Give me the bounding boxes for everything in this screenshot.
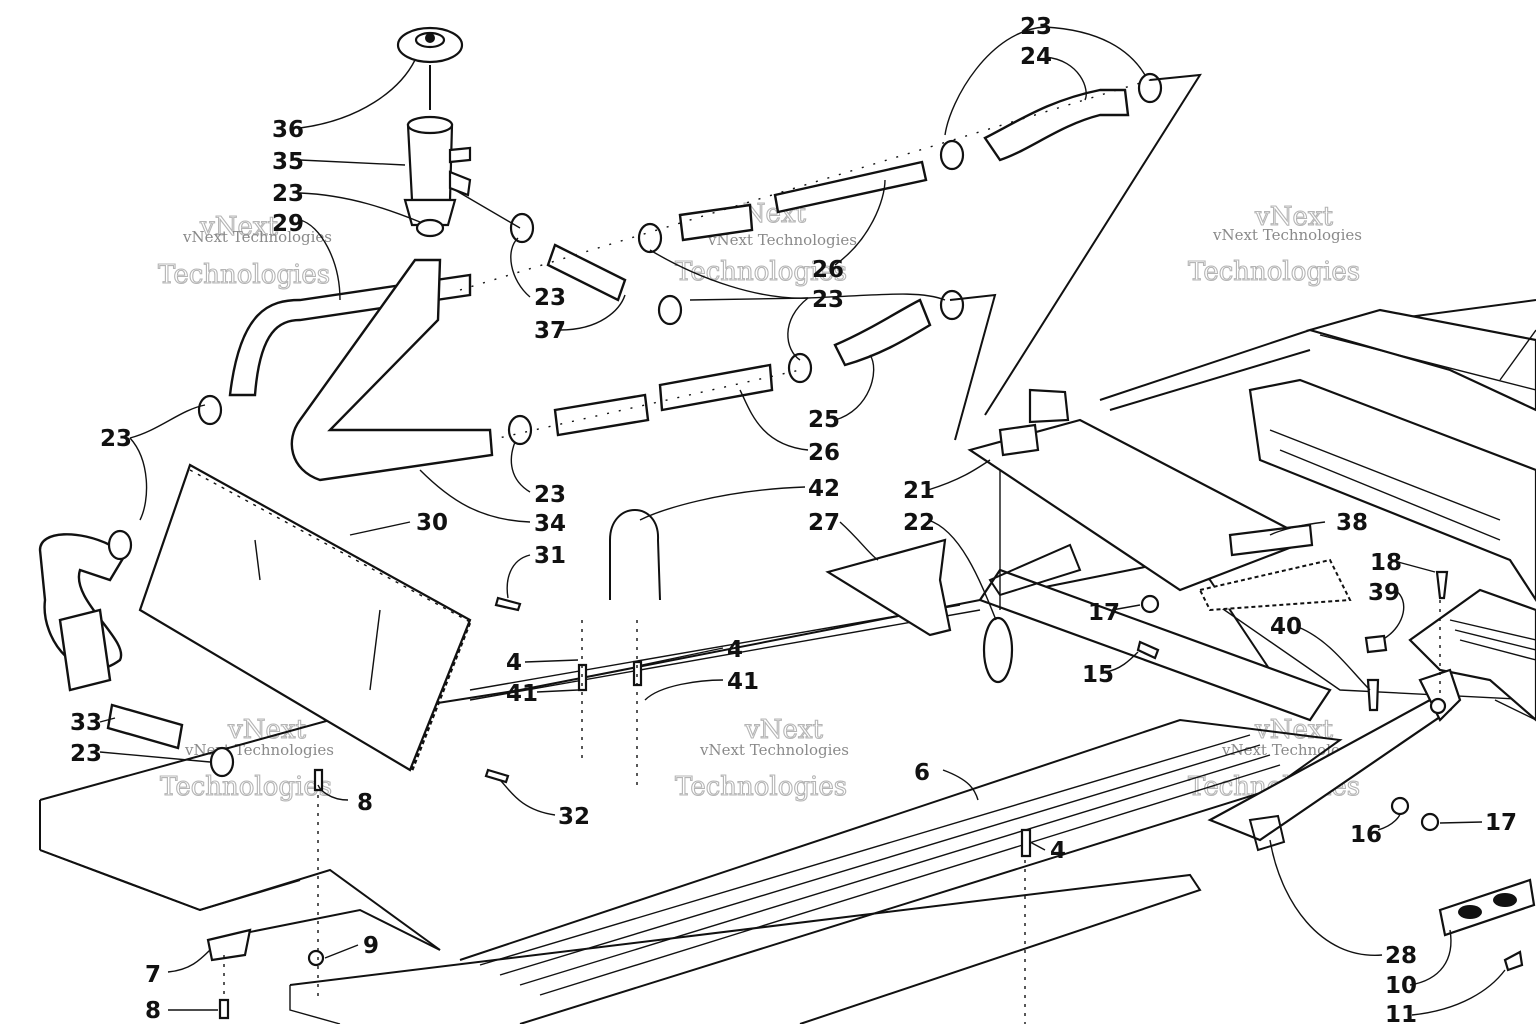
svg-text:Technologies: Technologies bbox=[1188, 257, 1360, 287]
hoses bbox=[38, 88, 1130, 750]
callout-8: 8 bbox=[145, 998, 161, 1024]
svg-text:vNext Technologies: vNext Technologies bbox=[699, 741, 849, 759]
callout-6: 6 bbox=[914, 760, 930, 786]
callout-38: 38 bbox=[1336, 510, 1368, 536]
callout-23: 23 bbox=[100, 426, 132, 452]
svg-text:Technologies: Technologies bbox=[675, 257, 847, 287]
watermark-right-top: vNext vNext Technologies Technologies bbox=[1187, 201, 1362, 287]
callout-31: 31 bbox=[534, 543, 566, 569]
callout-11: 11 bbox=[1385, 1002, 1417, 1024]
callout-4: 4 bbox=[727, 637, 743, 663]
svg-text:Technologies: Technologies bbox=[160, 772, 332, 802]
callout-21: 21 bbox=[903, 478, 935, 504]
leader-lines bbox=[99, 26, 1536, 1024]
callout-35: 35 bbox=[272, 149, 304, 175]
callout-28: 28 bbox=[1385, 943, 1417, 969]
watermark-bottom-left: vNext vNext Technologies Technologies bbox=[159, 714, 334, 802]
heat-exchanger bbox=[967, 418, 1352, 612]
callout-26: 26 bbox=[812, 257, 844, 283]
callout-39: 39 bbox=[1368, 580, 1400, 606]
callout-4: 4 bbox=[506, 650, 522, 676]
callout-25: 25 bbox=[808, 407, 840, 433]
svg-text:vNext: vNext bbox=[1254, 202, 1333, 232]
callout-29: 29 bbox=[272, 211, 304, 237]
callout-40: 40 bbox=[1270, 614, 1302, 640]
svg-text:vNext: vNext bbox=[199, 212, 278, 242]
callout-23: 23 bbox=[272, 181, 304, 207]
svg-text:vNext Technologies: vNext Technologies bbox=[707, 231, 857, 249]
callout-23: 23 bbox=[70, 741, 102, 767]
callout-18: 18 bbox=[1370, 550, 1402, 576]
callout-23: 23 bbox=[534, 482, 566, 508]
callout-22: 22 bbox=[903, 510, 935, 536]
callout-8: 8 bbox=[357, 790, 373, 816]
callout-41: 41 bbox=[506, 681, 538, 707]
callout-33: 33 bbox=[70, 710, 102, 736]
callout-4: 4 bbox=[1050, 838, 1066, 864]
callout-labels: 36 35 23 29 23 24 26 23 37 23 25 26 23 3… bbox=[70, 14, 1517, 1024]
chassis-frame bbox=[39, 299, 1536, 1024]
callout-37: 37 bbox=[534, 318, 566, 344]
filler-neck bbox=[396, 26, 472, 227]
hardware bbox=[218, 388, 1524, 1020]
callout-42: 42 bbox=[808, 476, 840, 502]
callout-16: 16 bbox=[1350, 822, 1382, 848]
callout-15: 15 bbox=[1082, 662, 1114, 688]
svg-text:vNext Technologies: vNext Technologies bbox=[184, 741, 334, 759]
deflector bbox=[825, 538, 1082, 637]
callout-23: 23 bbox=[812, 287, 844, 313]
callout-23: 23 bbox=[1020, 14, 1052, 40]
callout-7: 7 bbox=[145, 962, 161, 988]
callout-26: 26 bbox=[808, 440, 840, 466]
svg-text:vNext Technologies: vNext Technologies bbox=[182, 228, 332, 246]
callout-17: 17 bbox=[1088, 600, 1120, 626]
callout-36: 36 bbox=[272, 117, 304, 143]
callout-34: 34 bbox=[534, 511, 566, 537]
svg-text:vNext: vNext bbox=[744, 715, 823, 745]
radiator-core bbox=[138, 463, 472, 772]
callout-27: 27 bbox=[808, 510, 840, 536]
callout-9: 9 bbox=[363, 933, 379, 959]
svg-text:Technologies: Technologies bbox=[675, 772, 847, 802]
callout-32: 32 bbox=[558, 804, 590, 830]
hose-clamps bbox=[107, 72, 1163, 778]
callout-30: 30 bbox=[416, 510, 448, 536]
callout-23: 23 bbox=[534, 285, 566, 311]
callout-24: 24 bbox=[1020, 44, 1052, 70]
svg-text:Technologies: Technologies bbox=[158, 260, 330, 290]
svg-text:vNext Technologies: vNext Technologies bbox=[1212, 226, 1362, 244]
callout-10: 10 bbox=[1385, 973, 1417, 999]
watermark-bottom-center: vNext vNext Technologies Technologies bbox=[674, 714, 849, 802]
callout-17: 17 bbox=[1485, 810, 1517, 836]
callout-41: 41 bbox=[727, 669, 759, 695]
watermark-left: vNext vNext Technologies Technologies bbox=[157, 211, 332, 290]
